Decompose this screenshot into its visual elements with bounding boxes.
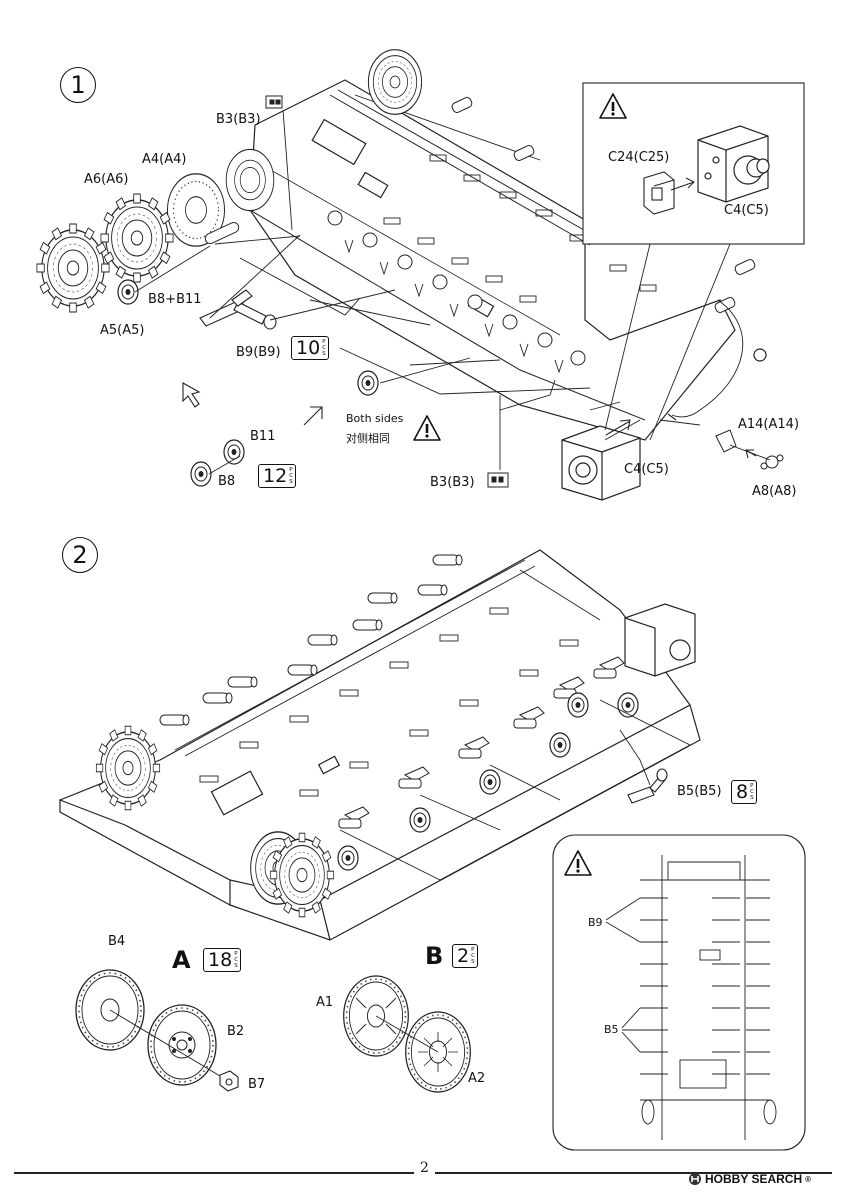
- note-both-sides: Both sides: [346, 412, 404, 425]
- watermark-text: HOBBY SEARCH: [705, 1172, 803, 1186]
- road-wheel-set-a: [75, 969, 239, 1092]
- set-a-letter: A: [172, 946, 191, 974]
- step1-hull-drawing: [249, 79, 767, 441]
- step2-inset: [552, 834, 806, 1151]
- label-b2: B2: [227, 1024, 245, 1039]
- label-b7: B7: [248, 1077, 266, 1092]
- label-c4-bottom: C4(C5): [624, 462, 669, 477]
- label-inset-c24: C24(C25): [608, 150, 670, 165]
- label-inset-c4: C4(C5): [724, 203, 769, 218]
- page-number: 2: [414, 1160, 435, 1176]
- watermark-logo-icon: [689, 1173, 701, 1185]
- label-b11: B11: [250, 429, 276, 444]
- step2-suspension: [337, 603, 696, 871]
- label-a2: A2: [468, 1071, 486, 1086]
- step-number-1: 1: [60, 67, 96, 103]
- step1-front-parts: [36, 95, 784, 501]
- label-b4: B4: [108, 934, 126, 949]
- label-b8-b11: B8+B11: [148, 292, 202, 307]
- hull-rear-sprocket: [367, 49, 423, 115]
- step-number-2: 2: [62, 537, 98, 573]
- label-a5: A5(A5): [100, 323, 145, 338]
- label-b3-top: B3(B3): [216, 112, 261, 127]
- note-both-sides-cn: 对侧相同: [346, 432, 390, 445]
- label-inset-b5: B5: [604, 1023, 619, 1036]
- label-inset-b9: B9: [588, 916, 603, 929]
- step2-hull-drawing: [58, 549, 701, 941]
- label-b9: B9(B9): [236, 345, 281, 360]
- set-b-letter: B: [425, 942, 444, 970]
- label-b5: B5(B5): [677, 784, 722, 799]
- label-b3-bottom: B3(B3): [430, 475, 475, 490]
- step1-inset: [582, 82, 805, 441]
- label-a8: A8(A8): [752, 484, 797, 499]
- watermark-reg: ®: [805, 1174, 812, 1184]
- label-a1: A1: [316, 995, 334, 1010]
- road-wheel-set-b: [342, 975, 472, 1093]
- step2-leader-lines: [339, 699, 691, 881]
- step1-leader-lines: [134, 109, 771, 475]
- label-a6: A6(A6): [84, 172, 129, 187]
- arrow-icon: [182, 382, 757, 459]
- label-b8: B8: [218, 474, 236, 489]
- warning-icon: [413, 415, 441, 441]
- label-a4: A4(A4): [142, 152, 187, 167]
- label-a14: A14(A14): [738, 417, 800, 432]
- watermark: HOBBY SEARCH ®: [688, 1172, 813, 1186]
